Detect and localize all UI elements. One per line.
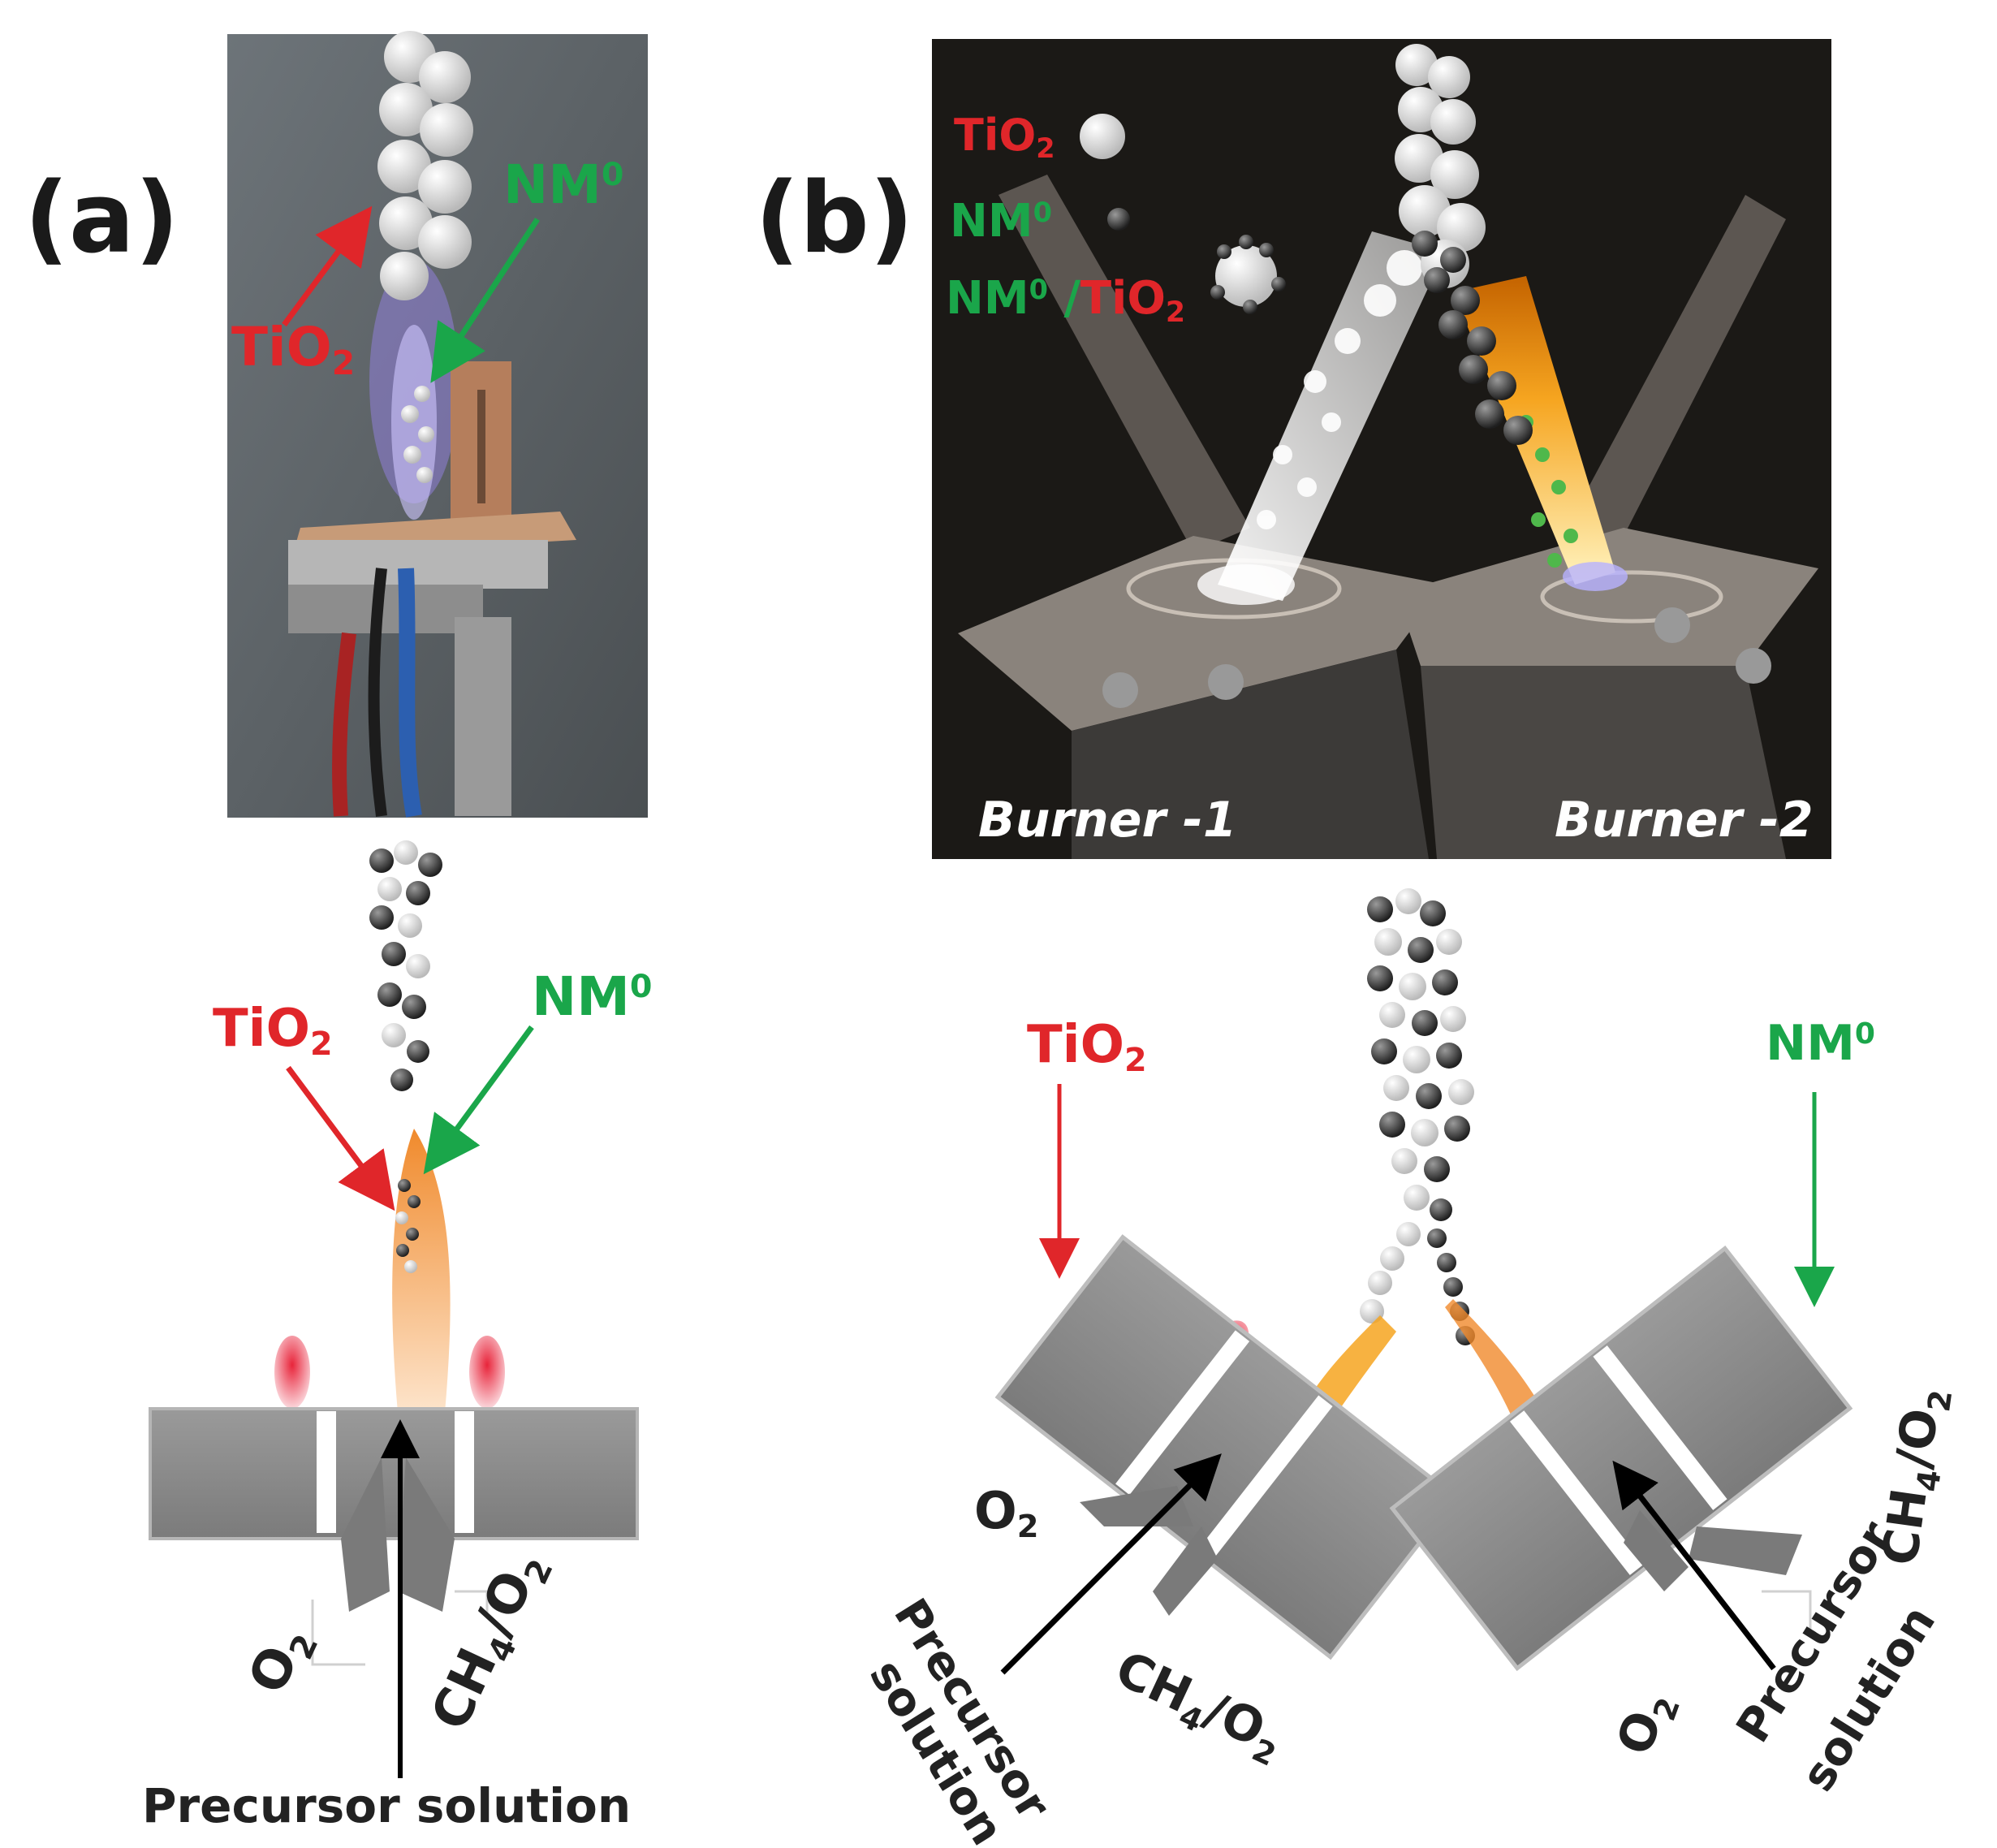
legend-nm-ball: [1107, 208, 1130, 231]
burner-2-label: Burner -2: [1555, 792, 1814, 848]
panel-b-photo: [932, 39, 1831, 859]
a-photo-tio2-label: TiO2: [231, 316, 356, 383]
burner-1-label: Burner -1: [978, 792, 1237, 848]
b-left-o2-label: O2: [974, 1481, 1039, 1545]
panel-a-label: (a): [24, 162, 179, 275]
b-schematic-nm-label: NM0: [1766, 1015, 1875, 1072]
b-legend-tio2-label: TiO2: [954, 110, 1055, 165]
a-precursor-label: Precursor solution: [142, 1778, 632, 1833]
b-schematic-tio2-label: TiO2: [1027, 1015, 1147, 1080]
a-photo-nm-label: NM0: [503, 153, 624, 216]
b-left-ch4o2-label: CH4/O2: [1104, 1640, 1292, 1773]
legend-nm-tio2-ball: [1210, 235, 1286, 314]
a-schematic-tio2-label: TiO2: [213, 999, 333, 1064]
b-legend-nm-tio2-label: NM0 /TiO2: [946, 272, 1186, 329]
b-right-ch4o2-label: CH4/O2: [1872, 1384, 1960, 1570]
b-right-o2-label: O2: [1606, 1683, 1687, 1764]
panel-b-label: (b): [755, 162, 914, 275]
a-schematic-nm-label: NM0: [532, 965, 653, 1028]
panel-a-schematic: [149, 840, 639, 1778]
panel-b-schematic: [994, 888, 1853, 1675]
b-legend-nm-label: NM0: [950, 195, 1052, 248]
panel-a-photo: [227, 31, 648, 818]
legend-tio2-ball: [1080, 114, 1125, 159]
